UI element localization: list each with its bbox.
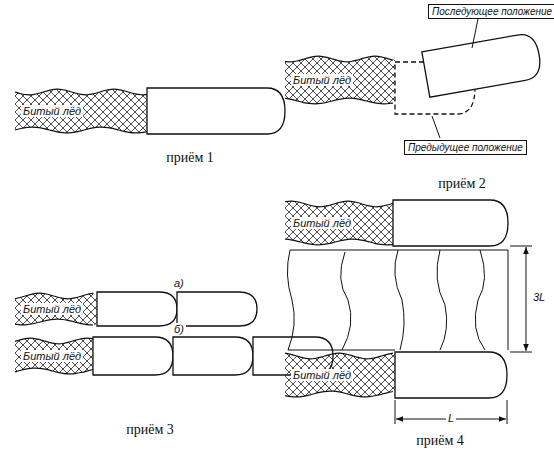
dimension-line — [526, 247, 527, 351]
ice-crack — [475, 250, 485, 350]
annotation: Предыдущее положение — [404, 140, 527, 155]
ship-hull — [173, 337, 253, 375]
ice-crack — [395, 250, 404, 350]
caption: приём 3 — [124, 422, 176, 437]
ice-hatching — [285, 353, 395, 397]
annotation: a) — [172, 277, 186, 289]
ship-hull — [93, 337, 173, 375]
caption: приём 2 — [436, 176, 488, 191]
ice-hatching — [15, 89, 147, 133]
broken-ice-outline — [287, 250, 508, 350]
ice-crack — [437, 250, 447, 350]
ice-label: Битый лёд — [291, 369, 353, 382]
ice-hatching — [15, 338, 93, 374]
ice-edge — [285, 56, 393, 62]
ice-hatching — [285, 56, 395, 104]
ice-edge — [285, 239, 393, 245]
ship-hull — [393, 200, 508, 246]
ice-label: Битый лёд — [21, 350, 83, 363]
ship-hull — [147, 88, 285, 134]
ice-edge — [15, 368, 93, 374]
dimension-extension — [395, 246, 532, 424]
leader-line — [432, 116, 440, 138]
annotation: 3L — [531, 291, 547, 303]
ice-edge — [285, 353, 393, 359]
broken-ice-area: Битый лёд — [285, 200, 393, 246]
leader-line — [472, 19, 478, 48]
annotation: L — [446, 412, 456, 424]
ice-edge — [285, 391, 393, 397]
broken-ice-area: Битый лёд — [15, 337, 93, 375]
ship-hull — [97, 292, 177, 326]
broken-ice-area: Битый лёд — [15, 292, 97, 326]
ice-label: Битый лёд — [21, 303, 83, 316]
caption: приём 4 — [414, 433, 466, 448]
annotation: б) — [172, 323, 186, 335]
ice-crack — [341, 252, 351, 350]
ice-hatching — [15, 293, 97, 325]
annotation: Последующее положение — [428, 4, 554, 19]
ship-hull — [177, 292, 257, 326]
broken-ice-area: Битый лёд — [285, 352, 395, 398]
broken-ice-area: Битый лёд — [285, 55, 395, 105]
ice-edge — [15, 338, 93, 344]
ship-next-position — [422, 32, 543, 97]
ice-edge — [15, 127, 147, 133]
ice-edge — [15, 293, 93, 299]
ice-label: Битый лёд — [291, 74, 353, 87]
ice-label: Битый лёд — [291, 217, 353, 230]
broken-ice-area: Битый лёд — [15, 88, 147, 134]
ship-hull — [395, 352, 507, 398]
ice-edge — [285, 98, 393, 104]
ice-hatching — [285, 201, 393, 245]
ice-label: Битый лёд — [21, 105, 83, 118]
ice-edge — [15, 319, 93, 325]
caption: приём 1 — [164, 150, 216, 165]
ice-edge — [285, 201, 393, 207]
ice-edge — [15, 89, 147, 95]
